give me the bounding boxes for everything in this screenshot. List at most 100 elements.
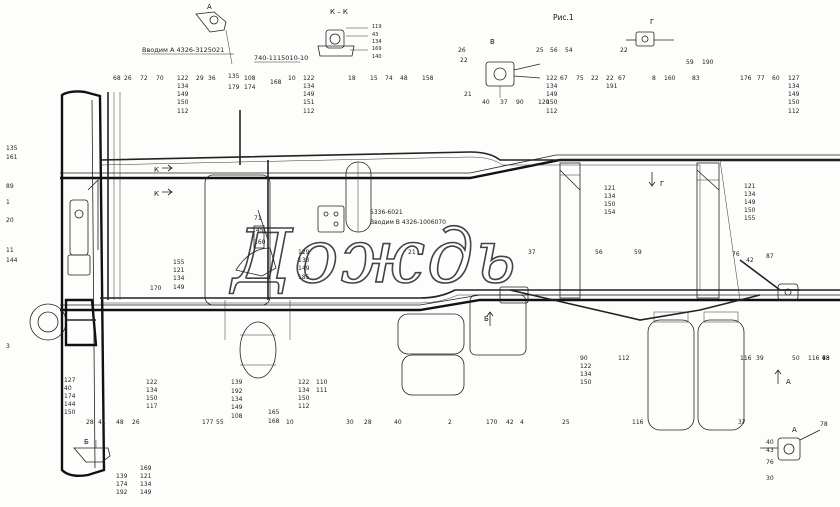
callout-top-13: 108 xyxy=(244,75,256,82)
callout-top-40: 77 xyxy=(757,75,765,82)
callout-bottom-28: 170 xyxy=(486,419,498,426)
view-label-k-lower: К xyxy=(154,190,159,198)
callout-view_g-4: 160 xyxy=(664,75,676,82)
view-a-bottom xyxy=(760,429,821,461)
callout-top-42: 127 xyxy=(788,75,800,82)
note-vvodim-a: Вводим А 4326-3125021 xyxy=(142,46,224,54)
callout-top-27: 122 xyxy=(546,75,558,82)
view-b xyxy=(73,440,111,463)
callout-left-3: 1 xyxy=(6,199,10,206)
callout-mid_labels-16: 134 xyxy=(744,191,756,198)
figure-label: Рис.1 xyxy=(553,13,574,22)
callout-top-2: 72 xyxy=(140,75,148,82)
callout-mid_labels-4: 121 xyxy=(173,267,185,274)
callout-mid_labels-23: 59 xyxy=(634,249,642,256)
callout-top-21: 112 xyxy=(303,108,315,115)
callout-left-7: 3 xyxy=(6,343,10,350)
callout-bottom-24: 30 xyxy=(346,419,354,426)
callout-mid_labels-3: 155 xyxy=(173,259,185,266)
callout-top-29: 149 xyxy=(546,91,558,98)
note-ref-center-1: 5336-6021 xyxy=(370,209,403,216)
callout-bottom-14: 108 xyxy=(231,413,243,420)
callout-view_a_bottom-3: 76 xyxy=(766,459,774,466)
callout-view_b-0: 139 xyxy=(116,473,128,480)
callout-mid_labels-17: 149 xyxy=(744,199,756,206)
view-label-a: A xyxy=(207,3,212,11)
callout-bottom-39: 39 xyxy=(756,355,764,362)
callout-bottom-25: 28 xyxy=(364,419,372,426)
center-valve-block xyxy=(317,205,345,233)
callout-view_g-0: 22 xyxy=(620,47,628,54)
callout-view_kk-0: 119 xyxy=(372,24,382,30)
callout-left-4: 20 xyxy=(6,217,14,224)
callout-mid_labels-6: 149 xyxy=(173,284,185,291)
callout-bottom-40: 116 xyxy=(740,355,752,362)
callout-mid_labels-0: 71 xyxy=(254,215,262,222)
callout-view_a_bottom-1: 40 xyxy=(766,439,774,446)
callout-bottom-15: 165 xyxy=(268,409,280,416)
callout-bottom-43: 6 xyxy=(822,355,826,362)
callout-bottom-29: 42 xyxy=(506,419,514,426)
callout-view_kk-1: 43 xyxy=(372,32,378,38)
rear-valve xyxy=(777,283,799,301)
callout-mid_labels-20: 37 xyxy=(528,249,536,256)
callout-top-43: 134 xyxy=(788,83,800,90)
callout-top-46: 112 xyxy=(788,108,800,115)
callout-bottom-12: 134 xyxy=(231,396,243,403)
callout-mid_labels-11: 121 xyxy=(604,185,616,192)
callout-top-16: 10 xyxy=(288,75,296,82)
callout-view_a_bottom-0: 78 xyxy=(820,421,828,428)
callout-mid_labels-24: 76 xyxy=(732,251,740,258)
callout-bottom-20: 150 xyxy=(298,395,310,402)
view-g xyxy=(626,31,674,47)
callout-top-0: 68 xyxy=(113,75,121,82)
callout-mid_labels-5: 134 xyxy=(173,275,185,282)
callout-mid_labels-1: 145 xyxy=(252,227,264,234)
callout-top-23: 15 xyxy=(370,75,378,82)
callout-top-18: 134 xyxy=(303,83,315,90)
callout-view_b-5: 134 xyxy=(140,481,152,488)
callout-bottom-7: 117 xyxy=(146,403,158,410)
callout-mid_labels-7: 129 xyxy=(298,249,310,256)
callout-bottom-22: 110 xyxy=(316,379,328,386)
view-label-v: В xyxy=(490,38,495,46)
front-brake-chamber xyxy=(67,179,99,276)
note-ref-kk: 740-1115010-10 xyxy=(254,54,308,62)
callout-bottom-32: 90 xyxy=(580,355,588,362)
callout-bottom-16: 168 xyxy=(268,418,280,425)
callout-bottom-9: 55 xyxy=(216,419,224,426)
callout-top-4: 122 xyxy=(177,75,189,82)
callout-bottom-37: 116 xyxy=(632,419,644,426)
callout-mid_labels-22: 56 xyxy=(595,249,603,256)
view-label-a-bottom: A xyxy=(792,426,797,434)
callout-view_v-7: 37 xyxy=(500,99,508,106)
callout-top-3: 70 xyxy=(156,75,164,82)
view-label-b: Б xyxy=(84,438,89,446)
pipe-runs xyxy=(99,92,840,340)
callout-view_v-9: 120 xyxy=(538,99,550,106)
callout-top-44: 149 xyxy=(788,91,800,98)
callout-bottom-0: 28 xyxy=(86,419,94,426)
rear-brake-unit xyxy=(239,321,277,379)
callout-left-8: 127 xyxy=(64,377,76,384)
callout-top-7: 150 xyxy=(177,99,189,106)
callout-mid_labels-2: 160 xyxy=(254,239,266,246)
callout-top-32: 67 xyxy=(560,75,568,82)
callout-top-8: 112 xyxy=(177,108,189,115)
callout-view_v-0: 26 xyxy=(458,47,466,54)
view-label-k-upper: К xyxy=(154,166,159,174)
callout-bottom-44: 43 xyxy=(822,355,830,362)
arrow-label-a: A xyxy=(786,378,791,386)
callout-mid_labels-21: 21 xyxy=(408,249,416,256)
callout-view_v-4: 54 xyxy=(565,47,573,54)
callout-bottom-8: 177 xyxy=(202,419,214,426)
callout-top-9: 29 xyxy=(196,75,204,82)
callout-mid_labels-18: 150 xyxy=(744,207,756,214)
callout-top-30: 150 xyxy=(546,99,558,106)
callout-bottom-35: 150 xyxy=(580,379,592,386)
view-label-g: Г xyxy=(650,18,654,26)
callout-left-6: 144 xyxy=(6,257,18,264)
